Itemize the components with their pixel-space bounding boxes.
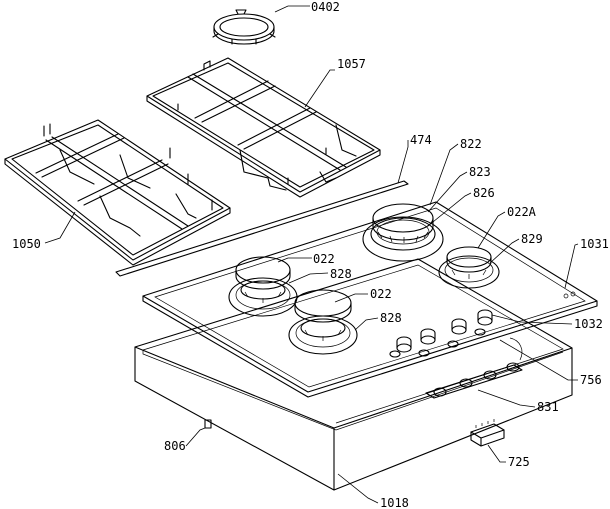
label-0402: 0402	[311, 0, 340, 14]
label-756: 756	[580, 373, 602, 387]
gas-valves-part	[425, 337, 523, 399]
label-022-left: 022	[313, 252, 335, 266]
label-1018: 1018	[380, 496, 409, 509]
burner-large-part	[362, 203, 444, 262]
label-806: 806	[164, 439, 186, 453]
label-831: 831	[537, 400, 559, 414]
label-823: 823	[469, 165, 491, 179]
label-1031: 1031	[580, 237, 609, 251]
label-474: 474	[410, 133, 432, 147]
gasket-strip-part	[115, 180, 409, 277]
label-725: 725	[508, 455, 530, 469]
label-829: 829	[521, 232, 543, 246]
hob-top-panel-part	[142, 201, 598, 398]
part-labels: 0402 1057 474 822 823 826 022A 829 1031 …	[12, 0, 609, 509]
pan-support-right-part	[146, 57, 381, 198]
wok-ring-part	[212, 9, 276, 45]
pan-support-left-part	[4, 119, 231, 266]
label-826: 826	[473, 186, 495, 200]
label-1050: 1050	[12, 237, 41, 251]
label-022-front: 022	[370, 287, 392, 301]
label-1057: 1057	[337, 57, 366, 71]
label-822: 822	[460, 137, 482, 151]
base-tray-part	[134, 258, 573, 491]
fixing-clip-part	[204, 419, 212, 429]
label-022A: 022A	[507, 205, 537, 219]
connector-block-part	[470, 419, 505, 447]
burner-front-part	[288, 289, 358, 355]
label-1032: 1032	[574, 317, 603, 331]
control-knobs-part	[389, 309, 493, 358]
burner-mid-right-part	[438, 246, 500, 289]
label-828-front: 828	[380, 311, 402, 325]
leader-lines	[44, 5, 579, 504]
label-828-left: 828	[330, 267, 352, 281]
